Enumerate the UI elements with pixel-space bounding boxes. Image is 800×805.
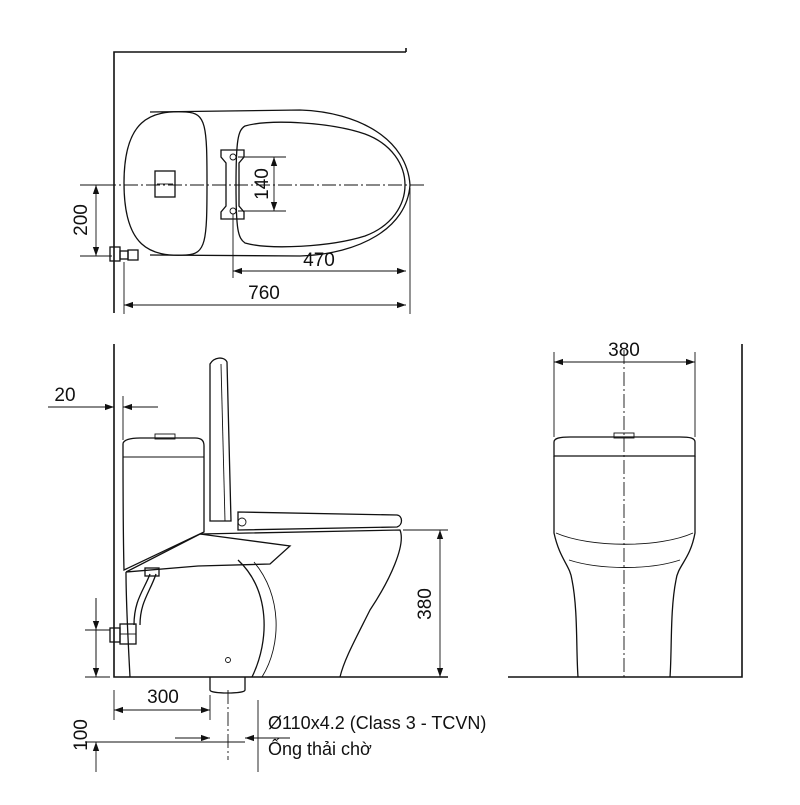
bowl-front-left xyxy=(553,456,579,678)
angle-valve-top xyxy=(109,246,121,262)
drain-pipe xyxy=(209,677,246,694)
seat-lid-outline xyxy=(235,121,406,248)
tank-front-outline xyxy=(553,436,696,457)
side-view-wall-floor xyxy=(113,344,448,678)
bowl-outline xyxy=(149,109,411,257)
dim-offset-200: 200 xyxy=(71,204,92,236)
flush-button-icon xyxy=(154,170,176,198)
tank-outline xyxy=(123,111,208,256)
tank-side-outline xyxy=(122,437,205,572)
pipe-spec-note: Ø110x4.2 (Class 3 - TCVN) xyxy=(268,713,486,733)
front-view-wall-floor xyxy=(508,344,743,678)
dim-rough-in-300: 300 xyxy=(147,687,179,708)
tank-button-side xyxy=(154,433,176,440)
bowl-side-outline xyxy=(199,529,402,678)
dim-gap-20: 20 xyxy=(54,385,75,406)
front-view: 380 xyxy=(508,340,743,678)
bowl-front-right xyxy=(669,456,696,678)
pipe-label-note: Ống thải chờ xyxy=(268,738,372,759)
lid-raised-outline xyxy=(209,357,232,522)
top-view: 140 200 470 760 xyxy=(71,48,424,314)
side-view: 20 380 300 100 Ø110x4.2 (Class 3 - TCVN)… xyxy=(48,344,486,772)
dim-front-width-380: 380 xyxy=(608,340,640,361)
dim-hinge-140: 140 xyxy=(252,168,273,200)
top-view-wall xyxy=(113,51,406,313)
inlet-hose xyxy=(133,573,151,626)
dim-floor-100: 100 xyxy=(71,719,92,751)
angle-valve-side xyxy=(109,627,121,643)
dim-width-760: 760 xyxy=(248,283,280,304)
dim-seat-470: 470 xyxy=(303,250,335,271)
seat-side-outline xyxy=(237,511,403,531)
dim-seat-height-380: 380 xyxy=(415,588,436,620)
